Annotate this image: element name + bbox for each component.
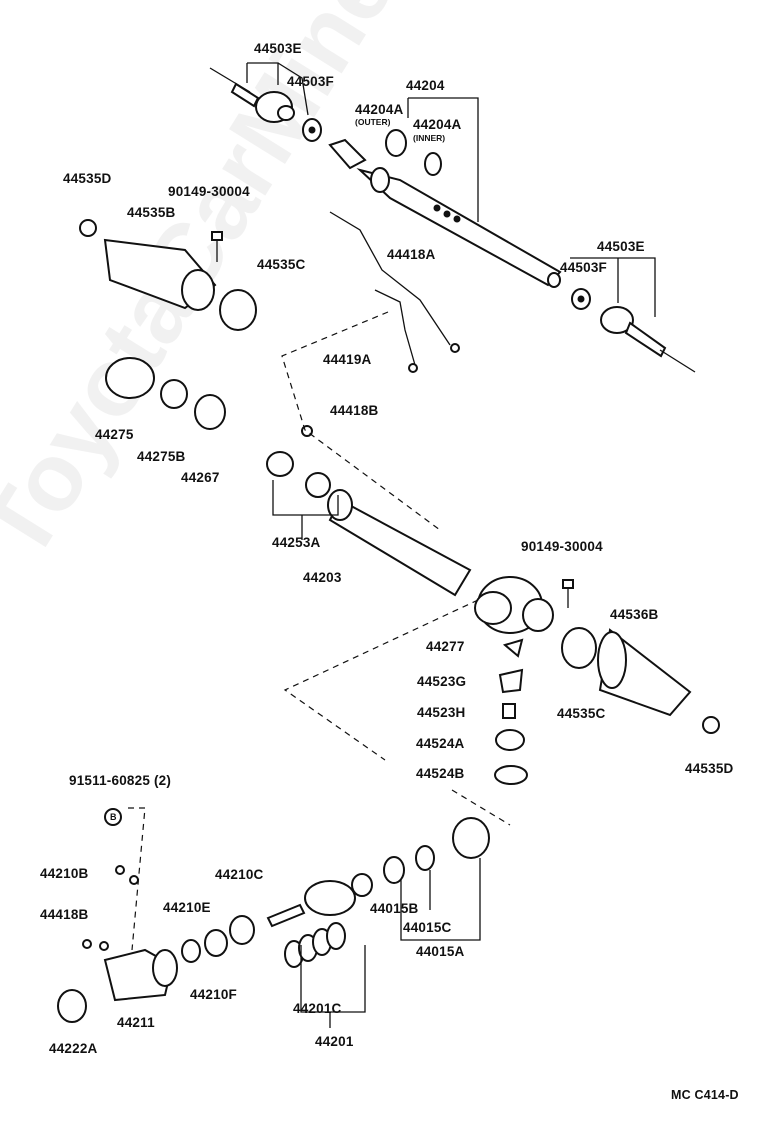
label-44523G: 44523G xyxy=(417,674,467,689)
seal-44210F[interactable] xyxy=(204,929,228,957)
label-44535D-top: 44535D xyxy=(63,171,112,186)
label-44277: 44277 xyxy=(426,639,465,654)
clamp-44535C-right[interactable] xyxy=(561,627,597,669)
oring-44210C[interactable] xyxy=(229,915,255,945)
label-44267: 44267 xyxy=(181,470,220,485)
plug-44418B-bottom[interactable] xyxy=(82,939,109,951)
cap-44524A[interactable] xyxy=(495,729,525,751)
pipe-44418A[interactable] xyxy=(329,211,460,373)
oring-44015B[interactable] xyxy=(383,856,405,884)
housing-44211[interactable] xyxy=(103,948,178,1002)
label-44210C: 44210C xyxy=(215,867,264,882)
label-44524B: 44524B xyxy=(416,766,465,781)
label-44523H: 44523H xyxy=(417,705,466,720)
steering-rack[interactable] xyxy=(328,129,562,288)
seal-44275B[interactable] xyxy=(160,379,188,409)
label-inner-note: (INNER) xyxy=(413,133,446,143)
label-44210E: 44210E xyxy=(163,900,211,915)
grommet-44275[interactable] xyxy=(105,357,155,399)
label-44204: 44204 xyxy=(406,78,445,93)
label-44015A: 44015A xyxy=(416,944,465,959)
label-44210B: 44210B xyxy=(40,866,89,881)
boot-44536B[interactable] xyxy=(597,628,692,717)
label-44418A: 44418A xyxy=(387,247,436,262)
guide-44523G[interactable] xyxy=(498,668,524,694)
label-44418B: 44418B xyxy=(330,403,379,418)
label-44503E-top: 44503E xyxy=(254,41,302,56)
plug-44210B[interactable] xyxy=(115,865,139,885)
bolt-90149-mid[interactable] xyxy=(562,579,574,608)
label-44419A: 44419A xyxy=(323,352,372,367)
label-44222A: 44222A xyxy=(49,1041,98,1056)
oring-44204A-inner[interactable] xyxy=(424,152,442,176)
pinion-44201[interactable] xyxy=(266,873,373,928)
clamp-44535C-top[interactable] xyxy=(219,289,257,331)
label-44015B: 44015B xyxy=(370,901,419,916)
label-44524A: 44524A xyxy=(416,736,465,751)
spring-44523H[interactable] xyxy=(502,703,516,719)
clip-44535D-top[interactable] xyxy=(79,219,97,237)
label-44201C: 44201C xyxy=(293,1001,342,1016)
bolt-91511[interactable] xyxy=(104,808,122,826)
label-90149-top: 90149-30004 xyxy=(168,184,250,199)
washer-44503F-right[interactable] xyxy=(571,288,591,310)
label-44204A-outer: 44204A xyxy=(355,102,404,117)
label-44536B: 44536B xyxy=(610,607,659,622)
label-44275: 44275 xyxy=(95,427,134,442)
seal-44015A[interactable] xyxy=(452,817,490,859)
label-44535C-right: 44535C xyxy=(557,706,606,721)
locknut-44524B[interactable] xyxy=(494,765,528,785)
label-90149-mid: 90149-30004 xyxy=(521,539,603,554)
label-44201: 44201 xyxy=(315,1034,354,1049)
nut-44267[interactable] xyxy=(194,394,226,430)
label-outer-note: (OUTER) xyxy=(355,117,391,127)
label-44503F-right: 44503F xyxy=(560,260,607,275)
label-44210F: 44210F xyxy=(190,987,237,1002)
bolt-marker: B xyxy=(110,812,117,822)
label-44418B-bottom: 44418B xyxy=(40,907,89,922)
label-44535B: 44535B xyxy=(127,205,176,220)
washer-44503F-top[interactable] xyxy=(302,118,322,142)
label-44253A: 44253A xyxy=(272,535,321,550)
label-44503F-top: 44503F xyxy=(287,74,334,89)
boot-44535B[interactable] xyxy=(103,238,217,311)
clip-44535D-right[interactable] xyxy=(702,716,720,734)
label-91511: 91511-60825 (2) xyxy=(69,773,172,788)
bearing-44210E[interactable] xyxy=(181,939,201,963)
tie-rod-end-right[interactable] xyxy=(600,306,696,373)
rings-44201C[interactable] xyxy=(284,922,346,968)
housing-44203[interactable] xyxy=(327,489,554,634)
label-44211: 44211 xyxy=(117,1015,155,1030)
label-44015C: 44015C xyxy=(403,920,452,935)
label-44275B: 44275B xyxy=(137,449,186,464)
label-44535C-top: 44535C xyxy=(257,257,306,272)
tie-rod-end-left[interactable] xyxy=(209,67,295,123)
seal-44253A-a[interactable] xyxy=(266,451,294,477)
label-44535D-right: 44535D xyxy=(685,761,734,776)
label-44503E-right: 44503E xyxy=(597,239,645,254)
spring-seat-44277[interactable] xyxy=(502,638,524,658)
bearing-44015C[interactable] xyxy=(415,845,435,871)
footer-code: MC C414-D xyxy=(671,1088,739,1102)
cap-44222A[interactable] xyxy=(57,989,87,1023)
label-44203: 44203 xyxy=(303,570,342,585)
label-44204A-inner: 44204A xyxy=(413,117,462,132)
bolt-90149-top[interactable] xyxy=(211,231,223,262)
seal-44253A-b[interactable] xyxy=(305,472,331,498)
